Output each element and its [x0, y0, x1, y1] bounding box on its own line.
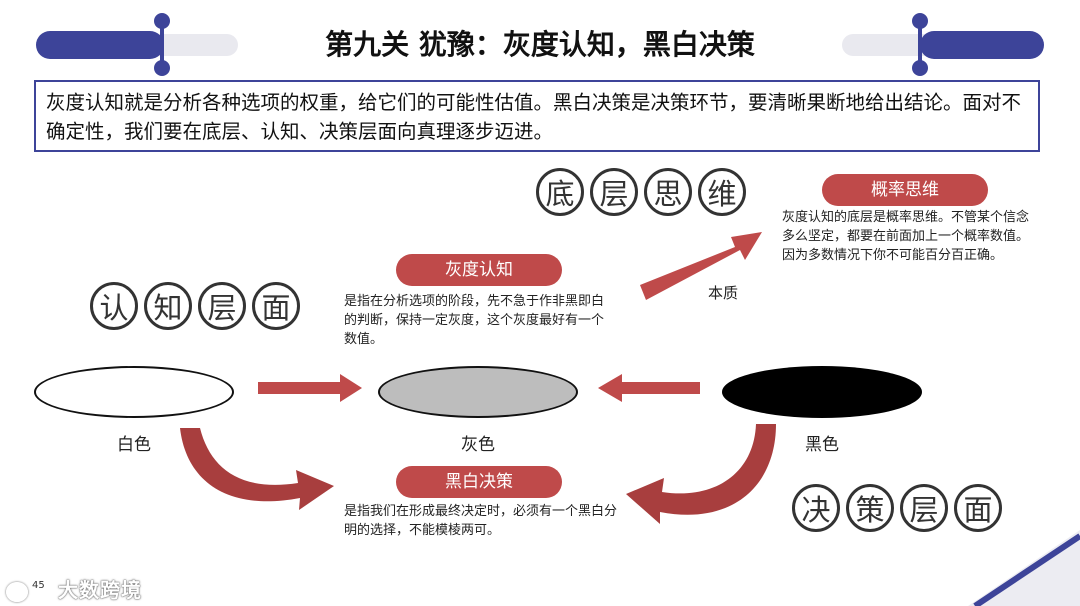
black-label: 黑色 — [805, 435, 839, 455]
circled-char: 认 — [90, 282, 138, 330]
circled-char: 层 — [198, 282, 246, 330]
gray-label: 灰色 — [461, 435, 495, 455]
gray-ellipse — [378, 366, 578, 418]
corner-decoration — [968, 530, 1080, 606]
brand-logo-icon — [6, 581, 28, 602]
page-title: 第九关 犹豫：灰度认知，黑白决策 — [325, 28, 755, 61]
header-line-left — [160, 20, 164, 70]
black-curve-arrow — [626, 424, 776, 524]
header-dot-left-bottom — [154, 60, 170, 76]
white-label: 白色 — [117, 435, 151, 455]
circled-char: 底 — [536, 168, 584, 216]
probability-text: 灰度认知的底层是概率思维。不管某个信念多么坚定，都要在前面加上一个概率数值。因为… — [782, 210, 1030, 263]
brand-name: 大数跨境 — [57, 578, 142, 602]
header-bar-right — [920, 31, 1044, 59]
gray-cognition-pill: 灰度认知 — [396, 254, 562, 286]
header-line-right — [918, 20, 922, 70]
black-ellipse — [722, 366, 922, 418]
bw-decision-pill: 黑白决策 — [396, 466, 562, 498]
gray-cognition-text: 是指在分析选项的阶段，先不急于作非黑即白的判断，保持一定灰度，这个灰度最好有一个… — [344, 294, 605, 347]
white-to-gray-arrow — [258, 374, 362, 402]
level-bottom-thinking: 底 层 思 维 — [536, 168, 746, 216]
essence-label: 本质 — [708, 284, 739, 302]
probability-pill: 概率思维 — [822, 174, 988, 206]
circled-char: 面 — [954, 484, 1002, 532]
header-bar-left — [36, 31, 164, 59]
circled-char: 决 — [792, 484, 840, 532]
circled-char: 维 — [698, 168, 746, 216]
circled-char: 思 — [644, 168, 692, 216]
header-dot-left-top — [154, 13, 170, 29]
circled-char: 层 — [590, 168, 638, 216]
page-number: 45 — [32, 580, 45, 591]
level-cognition: 认 知 层 面 — [90, 282, 300, 330]
circled-char: 策 — [846, 484, 894, 532]
bw-decision-text: 是指我们在形成最终决定时，必须有一个黑白分明的选择，不能模棱两可。 — [344, 504, 618, 538]
essence-arrow — [640, 232, 762, 300]
white-ellipse — [34, 366, 234, 418]
level-decision: 决 策 层 面 — [792, 484, 1002, 532]
circled-char: 层 — [900, 484, 948, 532]
header-dot-right-bottom — [912, 60, 928, 76]
white-curve-arrow — [180, 428, 334, 510]
circled-char: 面 — [252, 282, 300, 330]
brand-watermark: 大数跨境 — [6, 574, 142, 603]
black-to-gray-arrow — [598, 374, 700, 402]
intro-box: 灰度认知就是分析各种选项的权重，给它们的可能性估值。黑白决策是决策环节，要清晰果… — [34, 80, 1040, 152]
header-dot-right-top — [912, 13, 928, 29]
circled-char: 知 — [144, 282, 192, 330]
